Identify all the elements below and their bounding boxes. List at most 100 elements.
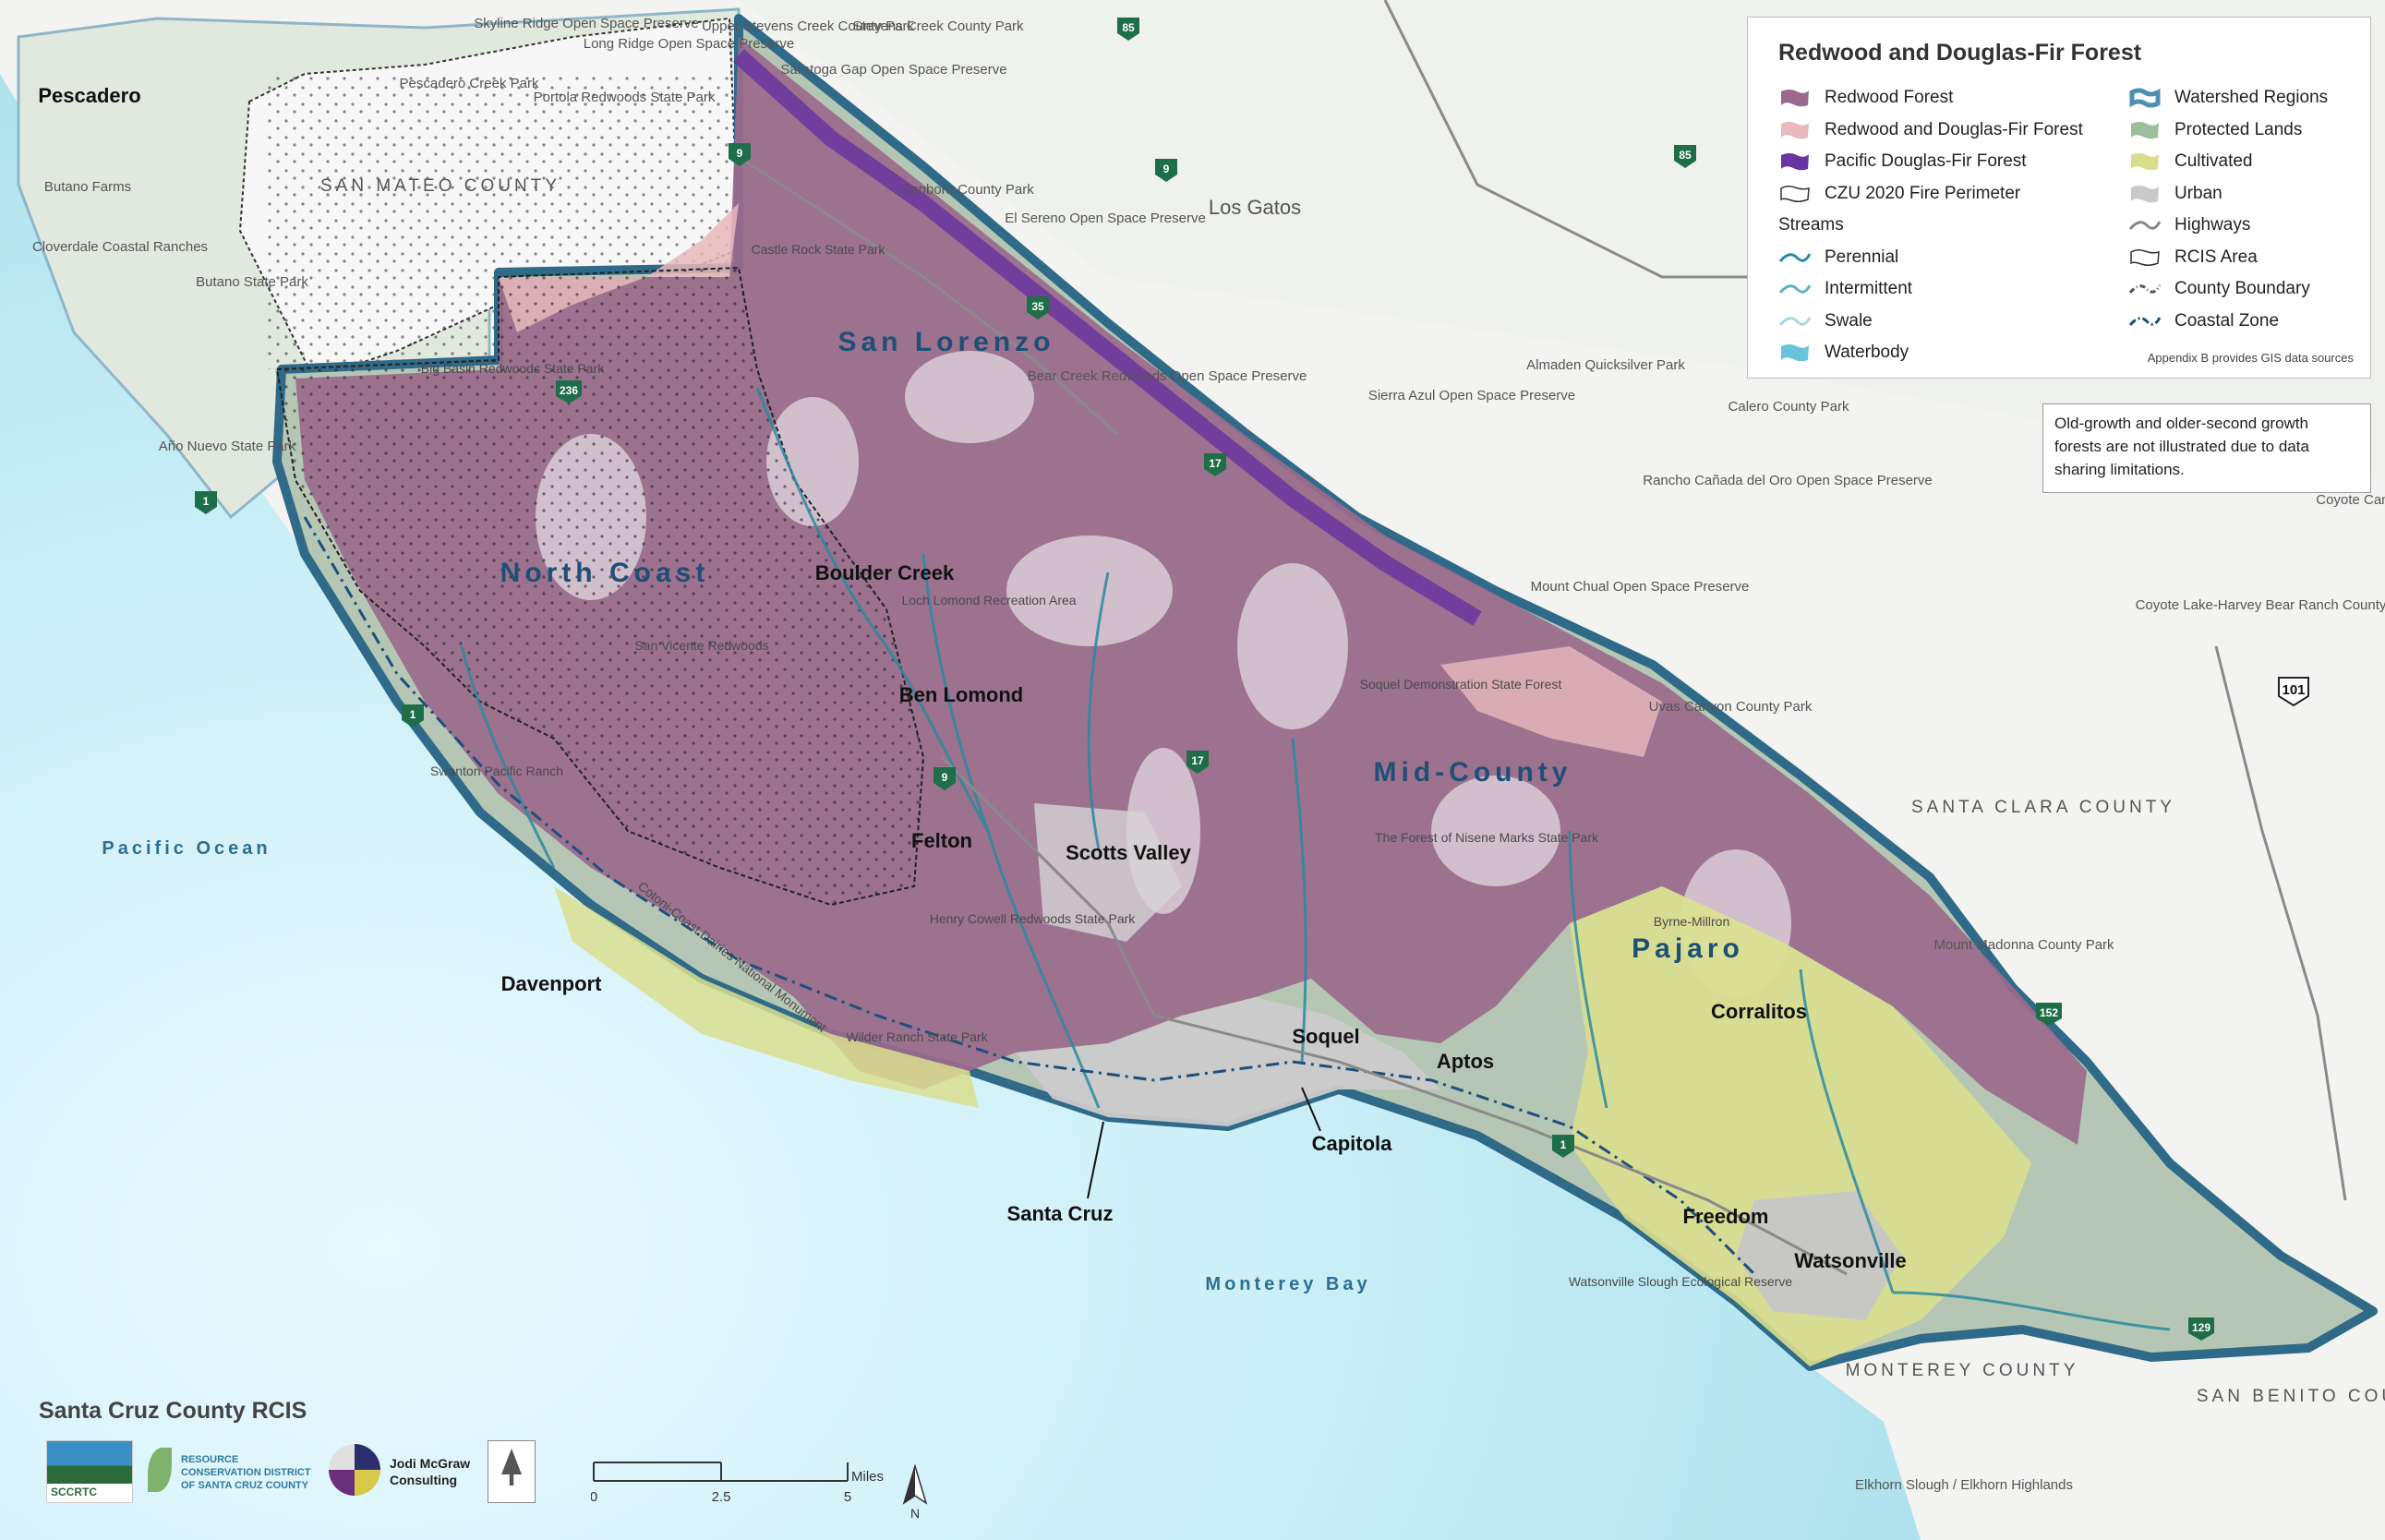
legend-item-label: CZU 2020 Fire Perimeter (1825, 183, 2021, 203)
place-santa-cruz: Santa Cruz (1007, 1202, 1114, 1225)
scale-bar: 0 2.5 5 Miles (591, 1462, 884, 1505)
place-ben-lomond: Ben Lomond (899, 683, 1023, 706)
park-uvas-canyon: Uvas Canyon County Park (1649, 699, 1813, 715)
intermittent-stream-icon (1778, 278, 1812, 300)
scale-label-0: 0 (591, 1489, 597, 1505)
legend-item-label: Swale (1825, 310, 1873, 331)
cultivated-area-pajaro (1570, 886, 2031, 1366)
highway-1-label: 1 (410, 708, 416, 721)
park-bear-creek: Bear Creek Redwoods Open Space Preserve (1028, 368, 1307, 384)
park-nisene-marks: The Forest of Nisene Marks State Park (1375, 830, 1599, 845)
scale-unit: Miles (851, 1469, 884, 1485)
legend-item-label: Highways (2174, 215, 2251, 235)
legend-note: Appendix B provides GIS data sources (2147, 351, 2354, 365)
place-davenport: Davenport (501, 972, 602, 995)
redwood-douglas-fir-swatch (1778, 119, 1812, 141)
urban-watsonville (1736, 1191, 1902, 1320)
highway-17-label: 17 (1191, 754, 1204, 767)
park-calero: Calero County Park (1729, 399, 1849, 415)
park-rancho-canada: Rancho Cañada del Oro Open Space Preserv… (1643, 473, 1933, 488)
park-loch-lomond: Loch Lomond Recreation Area (901, 593, 1076, 608)
county-monterey: MONTEREY COUNTY (1846, 1361, 2079, 1380)
map-legend: Redwood and Douglas-Fir Forest Redwood F… (1747, 17, 2371, 379)
protected-lands-swatch (2128, 119, 2162, 141)
park-san-vicente: San Vicente Redwoods (634, 638, 768, 653)
legend-item: Coastal Zone (2128, 306, 2328, 338)
waterbody-swatch (1778, 342, 1812, 364)
region-mid-county-label[interactable]: Mid-County (1374, 757, 1572, 788)
highway-129-label: 129 (2192, 1321, 2210, 1334)
legend-title: Redwood and Douglas-Fir Forest (1778, 40, 2142, 66)
ocean-area (0, 74, 1921, 1540)
sccrtc-logo-text: SCCRTC (51, 1486, 97, 1498)
legend-item-label: Coastal Zone (2174, 310, 2280, 331)
douglas-fir-swatch (1778, 150, 1812, 173)
place-aptos: Aptos (1437, 1050, 1494, 1073)
park-upper-stevens-creek: Upper Stevens Creek County Park (702, 18, 915, 34)
legend-item-label: Redwood Forest (1825, 88, 1954, 108)
park-stevens-creek: Stevens Creek County Park (852, 18, 1024, 34)
county-santa-clara: SANTA CLARA COUNTY (1911, 798, 2175, 817)
perennial-stream-icon (1778, 247, 1812, 269)
park-ano-nuevo: Año Nuevo State Park (159, 439, 296, 454)
swale-stream-icon (1778, 310, 1812, 332)
park-henry-cowell: Henry Cowell Redwoods State Park (930, 911, 1137, 926)
place-soquel: Soquel (1292, 1025, 1359, 1048)
fire-dots-czu (277, 268, 923, 905)
jodi-mcgraw-text: Jodi McGraw Consulting (390, 1456, 471, 1487)
leaf-icon (148, 1448, 172, 1492)
park-saratoga-gap: Saratoga Gap Open Space Preserve (780, 62, 1006, 78)
watershed-regions-swatch (2128, 87, 2162, 109)
legend-item: RCIS Area (2128, 242, 2328, 274)
legend-item-label: Waterbody (1825, 343, 1909, 363)
highway-85-label: 85 (1679, 149, 1692, 162)
urban-santa-cruz (1016, 997, 1440, 1126)
legend-item-label: Streams (1778, 215, 1844, 235)
legend-item: CZU 2020 Fire Perimeter (1778, 178, 2083, 211)
highway-9-label: 9 (1163, 162, 1170, 175)
region-pajaro-label[interactable]: Pajaro (1632, 933, 1744, 964)
stream-network (460, 387, 2171, 1331)
park-sanborn: Sanborn County Park (901, 182, 1034, 198)
place-corralitos: Corralitos (1711, 1000, 1807, 1023)
north-arrow-icon: N (902, 1464, 928, 1520)
scale-label-5: 5 (844, 1489, 851, 1505)
park-butano-state: Butano State Park (196, 274, 308, 290)
rcd-logo: RESOURCE CONSERVATION DISTRICT OF SANTA … (148, 1440, 323, 1501)
highway-152-label: 152 (2040, 1006, 2058, 1019)
legend-item-label: RCIS Area (2174, 247, 2258, 267)
urban-scotts-valley (1034, 803, 1182, 942)
park-skyline-ridge: Skyline Ridge Open Space Preserve (474, 16, 698, 31)
legend-item: Highways (2128, 210, 2328, 242)
county-san-benito: SAN BENITO COUNTY (2197, 1387, 2385, 1406)
legend-item-label: Watershed Regions (2174, 88, 2329, 108)
scale-label-2-5: 2.5 (712, 1489, 731, 1505)
urban-swatch (2128, 183, 2162, 205)
place-pescadero: Pescadero (38, 84, 140, 107)
rcis-area-swatch (2128, 247, 2162, 269)
region-san-lorenzo-label[interactable]: San Lorenzo (837, 327, 1054, 357)
place-boulder-creek: Boulder Creek (815, 561, 955, 584)
redwood-forest-swatch (1778, 87, 1812, 109)
highway-101-label: 101 (2282, 682, 2305, 698)
highway-line-icon (2128, 214, 2162, 236)
park-swanton-pacific: Swanton Pacific Ranch (430, 764, 563, 778)
place-freedom: Freedom (1683, 1205, 1769, 1228)
north-label: N (910, 1506, 920, 1520)
water-pacific-ocean: Pacific Ocean (102, 838, 271, 859)
place-los-gatos: Los Gatos (1209, 196, 1301, 219)
park-long-ridge: Long Ridge Open Space Preserve (584, 36, 794, 52)
cultivated-swatch (2128, 150, 2162, 173)
douglas-fir-edge (732, 49, 1482, 626)
region-north-coast-label[interactable]: North Coast (500, 558, 710, 588)
capitola-leader-line (1301, 1087, 1321, 1132)
legend-item-label: Perennial (1825, 247, 1899, 267)
park-portola-redwoods: Portola Redwoods State Park (534, 90, 716, 105)
legend-item: Streams (1778, 210, 2083, 242)
jodi-mcgraw-logo: Jodi McGraw Consulting (329, 1440, 476, 1501)
park-almaden: Almaden Quicksilver Park (1526, 357, 1685, 373)
park-coyote-canyon: Coyote Canyon (2316, 492, 2385, 508)
